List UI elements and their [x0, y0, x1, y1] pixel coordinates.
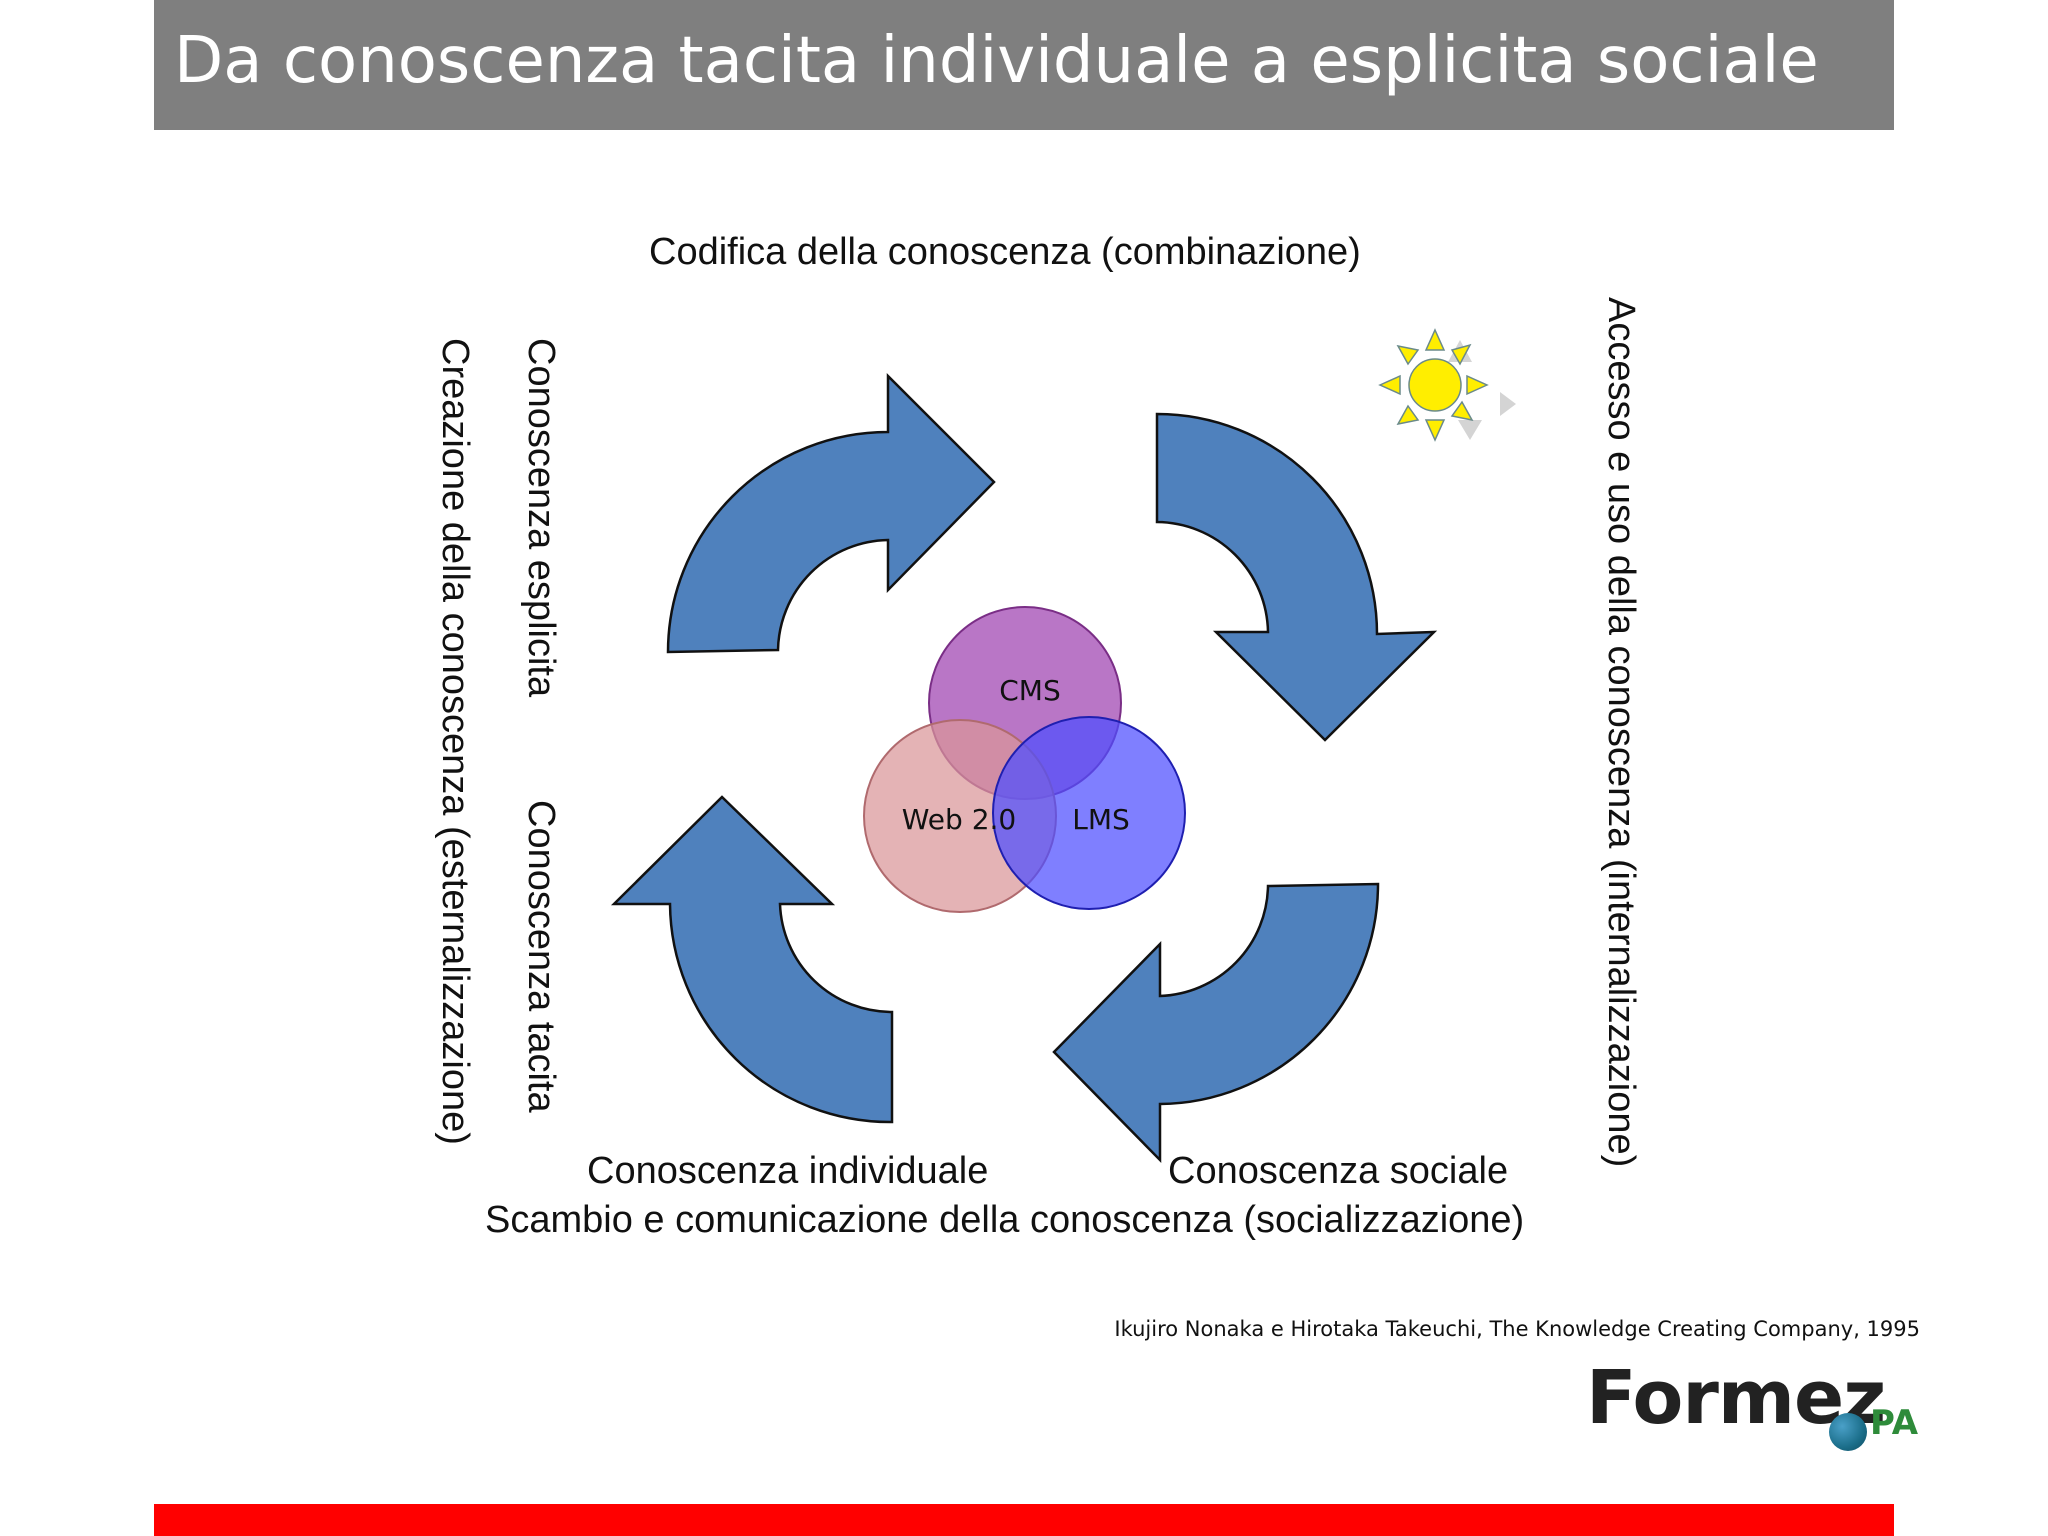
right-label: Accesso e uso della conoscenza (internal… [1600, 297, 1642, 1168]
bottom-left-label: Conoscenza individuale [587, 1150, 989, 1192]
left-inner-top-label: Conoscenza esplicita [520, 338, 562, 698]
arrow-top-right [1155, 412, 1438, 742]
sun-icon [1378, 328, 1516, 442]
formez-logo: Formez PA [1586, 1355, 1919, 1455]
citation: Ikujiro Nonaka e Hirotaka Takeuchi, The … [1114, 1317, 1920, 1341]
venn-label-web: Web 2.0 [902, 803, 1016, 836]
arrow-bottom-right [1052, 882, 1380, 1164]
left-inner-bottom-label: Conoscenza tacita [520, 800, 562, 1113]
bottom-right-label: Conoscenza sociale [1168, 1150, 1509, 1192]
title-bar: Da conoscenza tacita individuale a espli… [154, 0, 1894, 130]
venn-label-lms: LMS [1072, 803, 1130, 836]
bottom-label: Scambio e comunicazione della conoscenza… [485, 1199, 1525, 1241]
bottom-bar [154, 1504, 1894, 1536]
arrow-bottom-left [610, 795, 894, 1124]
left-outer-label: Creazione della conoscenza (esternalizza… [434, 338, 476, 1145]
top-label: Codifica della conoscenza (combinazione) [649, 231, 1361, 273]
venn-circle-lms [992, 716, 1186, 910]
arrow-top-left [666, 372, 996, 654]
venn-label-cms: CMS [999, 674, 1060, 707]
logo-globe-icon [1829, 1413, 1867, 1451]
slide-title: Da conoscenza tacita individuale a espli… [174, 24, 1819, 98]
logo-suffix: PA [1870, 1403, 1919, 1443]
